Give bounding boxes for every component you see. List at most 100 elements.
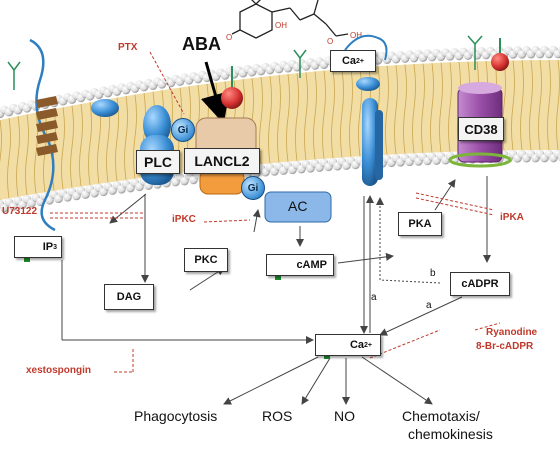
ac-label: AC (288, 198, 308, 214)
glycan-trees (7, 35, 483, 90)
lipid-tail (124, 95, 128, 181)
lipid-tail (385, 65, 389, 155)
extracellular-calcium-charge: 2+ (356, 57, 365, 65)
lipid-tail (133, 94, 137, 179)
camp-box: cAMP (266, 254, 334, 276)
plc-label-box: PLC (136, 150, 180, 174)
pkc-box: PKC (184, 248, 228, 272)
ac-protein (264, 191, 332, 223)
lipid-tail (88, 102, 92, 186)
membrane-protein-blob (356, 77, 380, 91)
outcome-chemotaxis: Chemotaxis/ (402, 408, 480, 424)
lipid-tail (322, 70, 326, 159)
helix-receptor (29, 38, 58, 232)
lipid-tail (61, 107, 65, 190)
lipid-tail (412, 64, 416, 154)
lipid-tail (538, 60, 542, 151)
ipka-label: iPKA (500, 212, 524, 223)
aba-molecule (231, 0, 349, 39)
lipid-tail (295, 73, 299, 162)
gi-protein-1: Gi (171, 118, 195, 142)
lipid-tail (25, 114, 29, 196)
ca-channel-loop (344, 34, 388, 61)
pka-box: PKA (398, 212, 442, 236)
outcome-chemokinesis: chemokinesis (408, 426, 493, 442)
gi-protein-1-label: Gi (177, 124, 189, 136)
pka-label: PKA (408, 218, 432, 230)
aba-arrow (200, 61, 230, 124)
ip3-subscript: 3 (53, 243, 57, 251)
intracellular-calcium-label: Ca (349, 339, 365, 351)
lipid-tail (349, 68, 353, 158)
ptx-inhibit-line (149, 51, 185, 115)
ryanodine-label: Ryanodine (486, 327, 538, 338)
cadpr-box: cADPR (450, 272, 510, 296)
lipid-head (553, 49, 560, 59)
lipid-tail (421, 63, 425, 154)
camp-label: cAMP (296, 259, 327, 271)
aba-oxygen-right: O (327, 37, 333, 46)
aba-carboxyl: OH (350, 31, 362, 40)
ptx-label: PTX (118, 42, 138, 53)
lipid-tail (7, 118, 11, 199)
lipid-tail (340, 69, 344, 158)
extracellular-calcium-label: Ca (341, 55, 357, 67)
plc-label: PLC (144, 154, 172, 170)
lipid-tail (70, 105, 74, 189)
br-cadpr-label: 8-Br-cADPR (476, 341, 534, 352)
lipid-tail (520, 60, 524, 151)
lipid-tail (16, 116, 20, 197)
intracellular-calcium-charge: 2+ (364, 341, 372, 349)
lancl2-label: LANCL2 (194, 153, 250, 169)
lancl2-label-box: LANCL2 (184, 148, 260, 174)
red-glycoprotein (491, 38, 509, 71)
inhibitor-lines (50, 192, 501, 373)
aba-label: ABA (182, 34, 221, 54)
outcome-no: NO (334, 408, 355, 424)
lipid-tail (0, 119, 2, 200)
cd38-label-box: CD38 (458, 117, 504, 141)
ipkc-label: iPKC (172, 214, 196, 225)
membrane-protein-blob (91, 99, 119, 117)
gi-protein-2: Gi (241, 176, 265, 200)
cd38-label: CD38 (464, 121, 498, 137)
lipid-tail (331, 69, 335, 159)
dag-label: DAG (116, 291, 142, 303)
lipid-tail (304, 72, 308, 161)
lipid-tail (439, 62, 443, 153)
aba-hydroxyl: OH (275, 21, 287, 30)
ip3-label: IP (42, 241, 54, 253)
u73122-label: U73122 (2, 206, 38, 217)
lipid-tail (529, 60, 533, 151)
outcome-phagocytosis: Phagocytosis (134, 408, 218, 424)
aba-oxygen-left: O (226, 33, 232, 42)
gi-protein-2-label: Gi (247, 182, 259, 194)
pkc-label: PKC (194, 254, 218, 266)
lipid-tail (556, 59, 560, 151)
calcium-channel (362, 98, 383, 186)
lipid-tail (277, 75, 281, 163)
red-glycoprotein (221, 66, 243, 109)
lipid-tail (394, 65, 398, 155)
lipid-tail (79, 103, 83, 187)
dag-box: DAG (104, 284, 154, 310)
path-a-label-1: a (371, 292, 377, 303)
lipid-tail (430, 63, 434, 153)
lipid-tail (268, 76, 272, 164)
lipid-tail (313, 71, 317, 160)
cadpr-label: cADPR (461, 278, 499, 290)
outcome-ros: ROS (262, 408, 293, 424)
lipid-head (553, 149, 560, 159)
lipid-tail (547, 59, 551, 151)
path-b-label: b (430, 268, 436, 279)
path-a-label-2: a (426, 300, 432, 311)
lipid-tail (448, 62, 452, 152)
xestospongin-label: xestospongin (26, 365, 92, 376)
lipid-tail (403, 64, 407, 154)
lipid-tail (286, 74, 290, 162)
